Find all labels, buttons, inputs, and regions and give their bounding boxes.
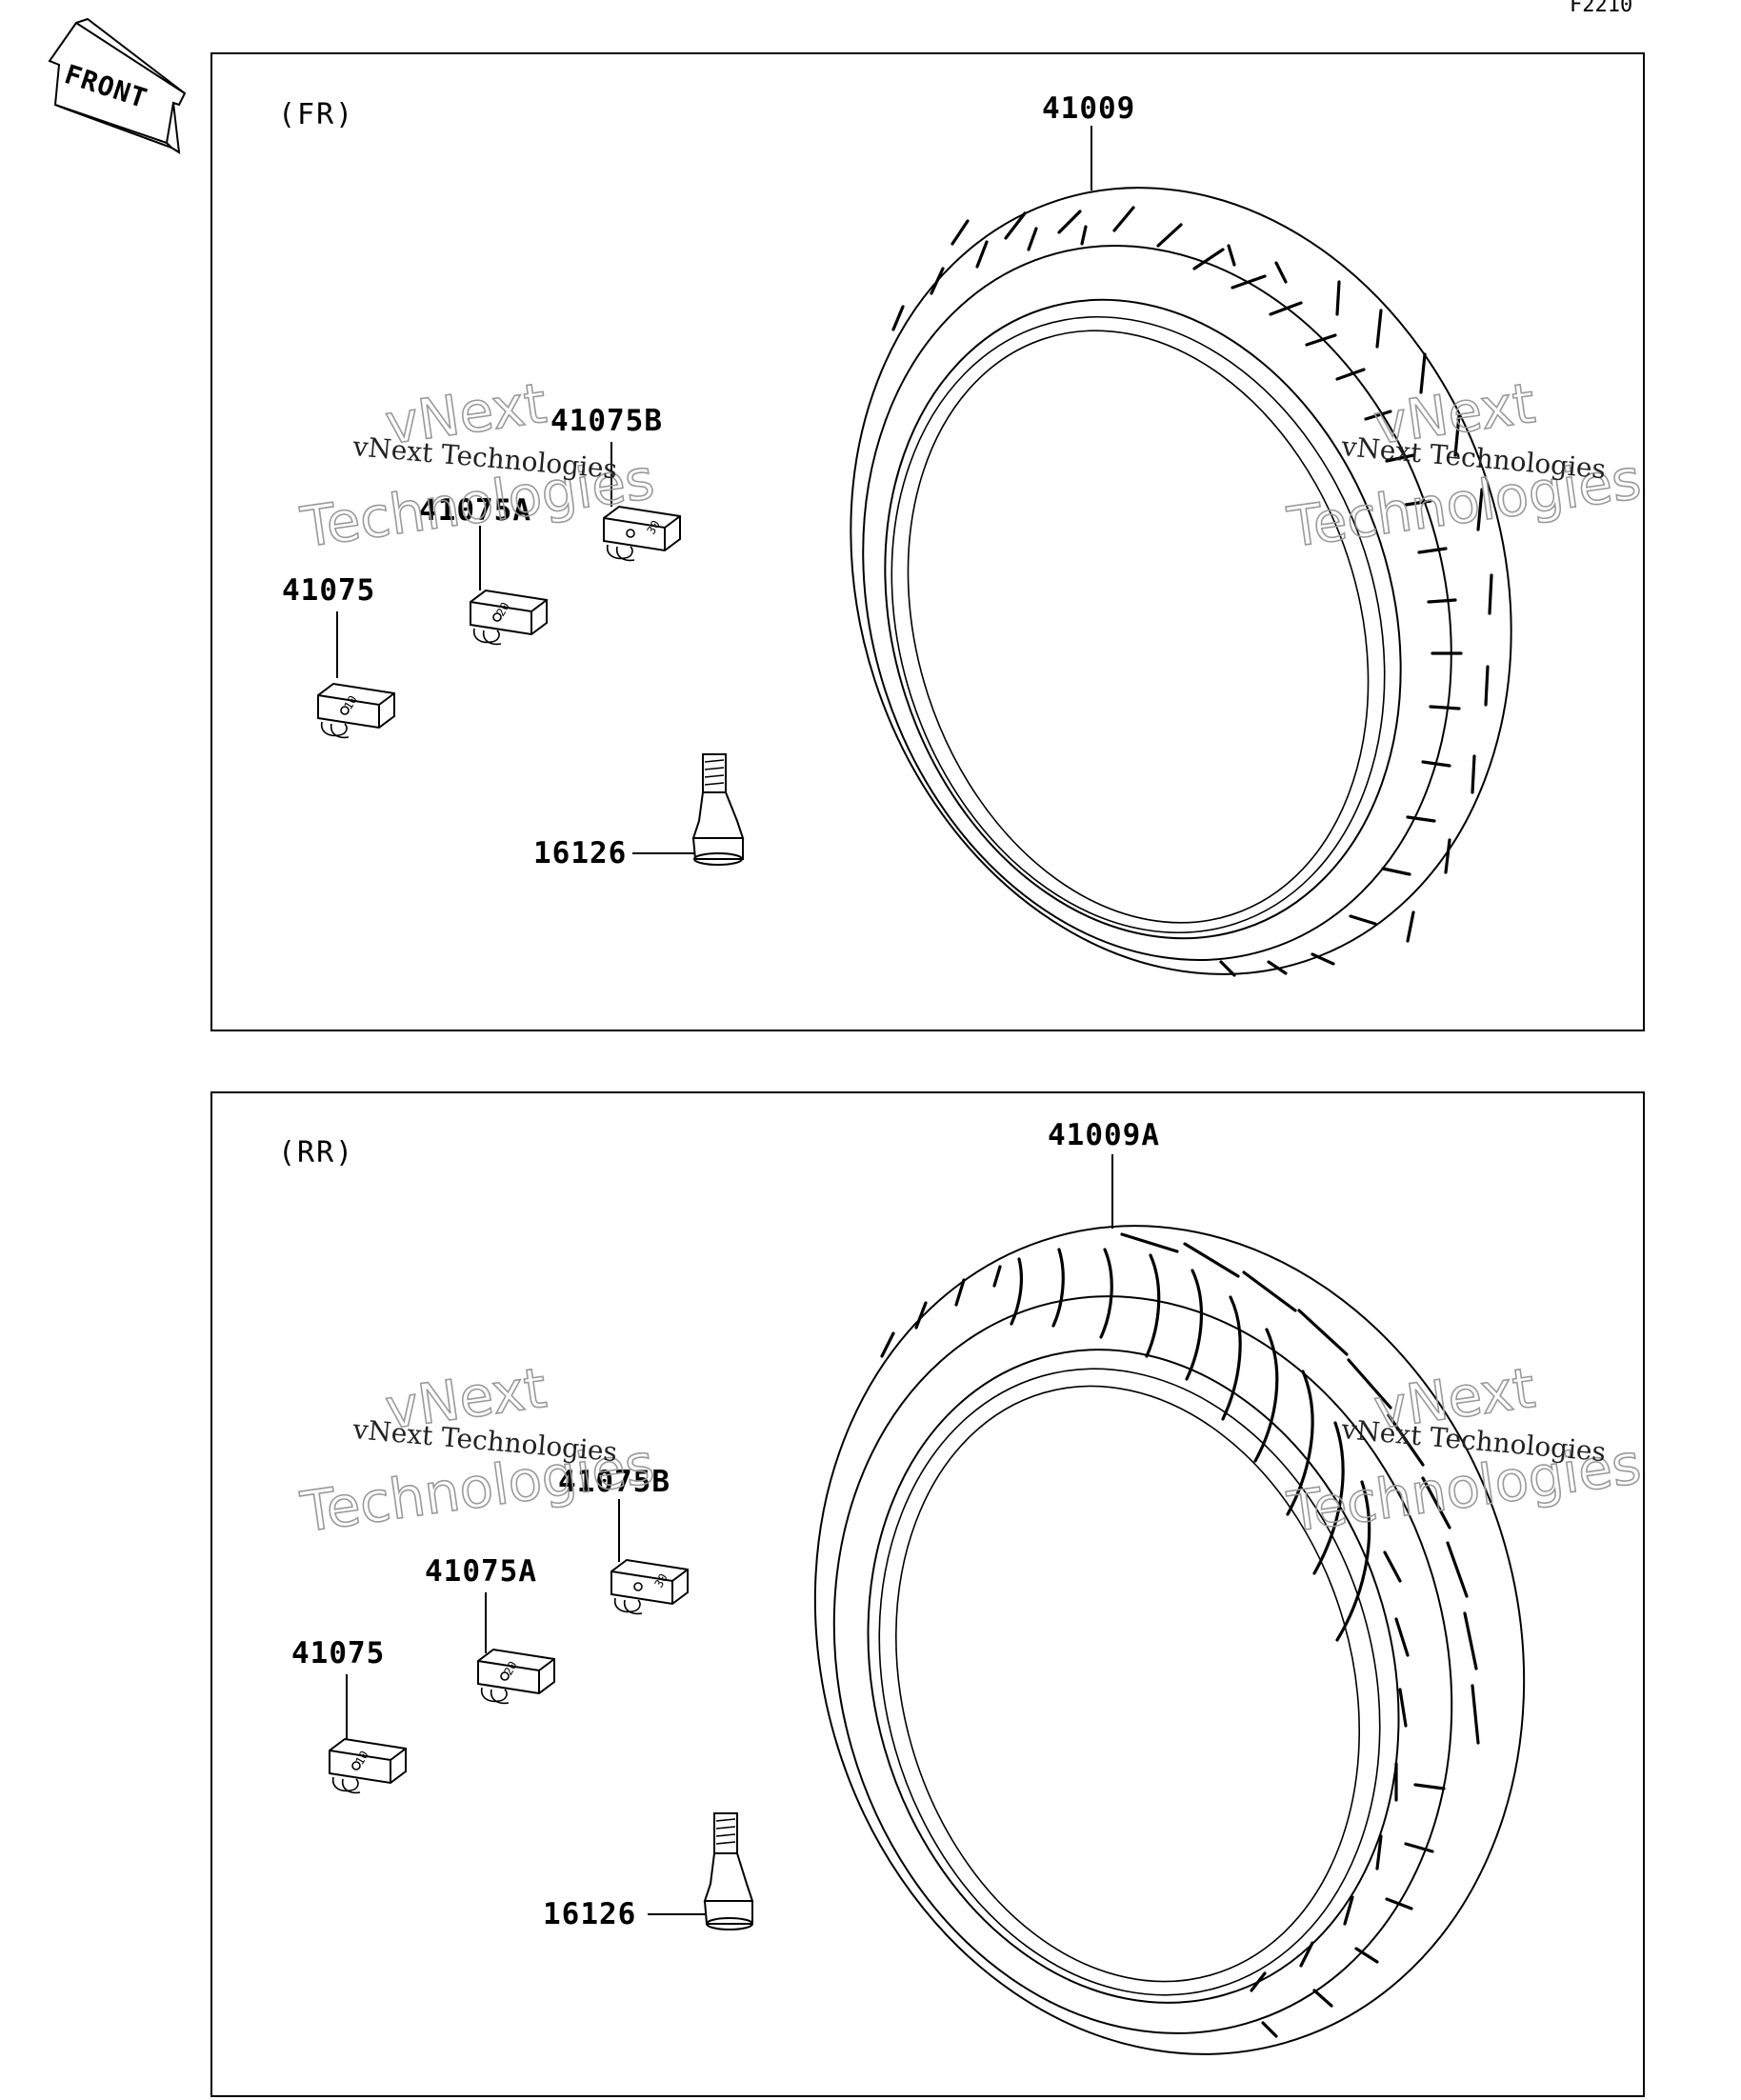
- front-weight-41075B-label: 41075B: [550, 404, 663, 438]
- front-weight-41075A: 20 41075A: [419, 493, 548, 646]
- front-valve-label: 16126: [533, 836, 627, 870]
- rear-weight-41075-label: 41075: [291, 1636, 385, 1670]
- rear-weight-41075: 10 41075: [291, 1636, 407, 1794]
- front-weight-41075A-label: 41075A: [419, 493, 531, 528]
- front-tire-label: 41009: [1042, 91, 1135, 126]
- front-weight-41075-label: 41075: [282, 573, 375, 608]
- front-weight-41075B-mark: 30: [644, 518, 662, 537]
- front-direction-arrow-icon: FRONT: [48, 17, 187, 154]
- panel-rear: (RR): [210, 1091, 1646, 2097]
- rear-weight-41075B: 30 41075B: [558, 1465, 689, 1615]
- front-label: FRONT: [61, 58, 151, 114]
- watermark-rear-right: vNext Technologies vNext Technologies: [1283, 1354, 1646, 1546]
- rear-tire: [813, 1225, 1526, 2055]
- rear-tire-label: 41009A: [1048, 1118, 1160, 1152]
- rear-valve-stem: 16126: [543, 1812, 754, 1931]
- watermark-rear-left: vNext Technologies vNext Technologies: [296, 1354, 659, 1546]
- front-weight-41075A-mark: 20: [493, 600, 511, 619]
- rear-weight-41075B-label: 41075B: [558, 1465, 670, 1499]
- rear-weight-41075B-mark: 30: [651, 1571, 670, 1590]
- front-weight-41075B: 30 41075B: [550, 404, 681, 562]
- panel-front: (FR): [210, 52, 1646, 1031]
- front-tire: [850, 187, 1512, 977]
- watermark-front-right: vNext Technologies vNext Technologies: [1283, 370, 1646, 561]
- rear-weight-41075-mark: 10: [352, 1749, 370, 1768]
- rear-valve-label: 16126: [543, 1897, 636, 1931]
- section-label-front: (FR): [278, 98, 354, 131]
- rear-weight-41075A-label: 41075A: [425, 1554, 537, 1589]
- panel-rear-border: [210, 1091, 1645, 2097]
- panel-front-border: [210, 52, 1645, 1031]
- rear-weight-41075A: 20 41075A: [425, 1554, 555, 1705]
- section-label-rear: (RR): [278, 1136, 354, 1170]
- front-valve-stem: 16126: [533, 753, 745, 870]
- rear-weight-41075A-mark: 20: [501, 1659, 519, 1678]
- front-weight-41075: 10 41075: [282, 573, 395, 739]
- front-weight-41075-mark: 10: [341, 693, 359, 712]
- figure-code: F2210: [1570, 0, 1632, 17]
